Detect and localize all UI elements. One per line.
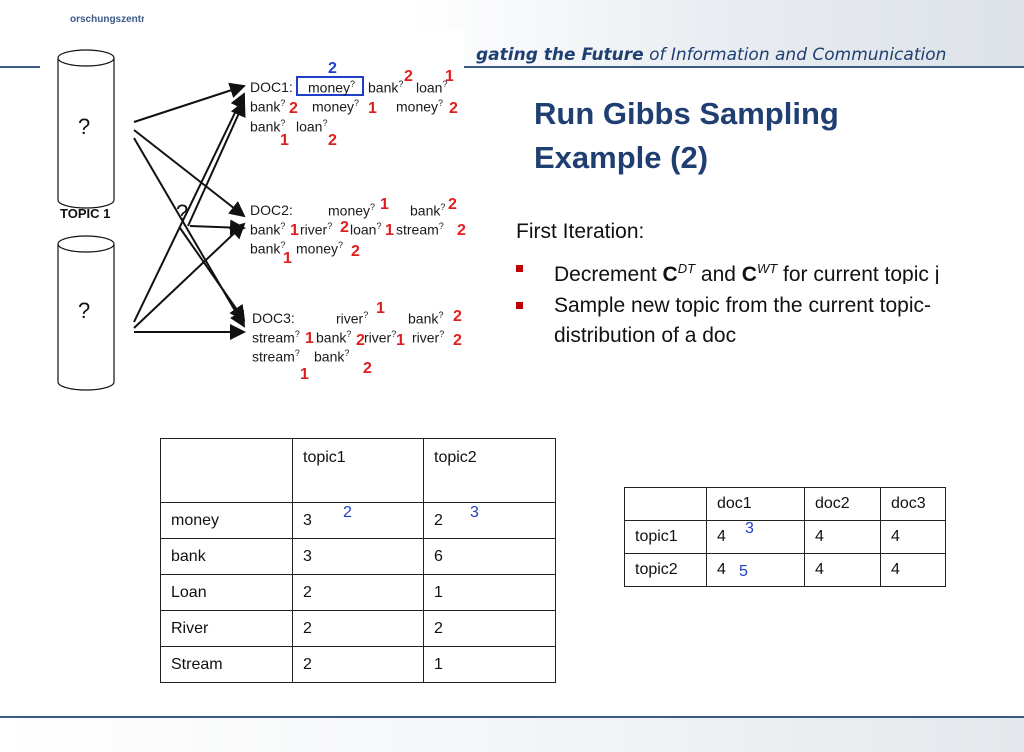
topic2-question: ? — [78, 298, 91, 323]
updated-count: 3 — [470, 503, 479, 521]
doc3-word: river? — [364, 329, 397, 346]
doc1-word: money? — [396, 98, 444, 115]
topic-assignment: 2 — [404, 68, 413, 85]
doc2-word: river? — [300, 221, 333, 238]
doc1-word: loan? — [296, 118, 328, 135]
doc2-name: DOC2: — [250, 202, 293, 218]
table-header-row: doc1 doc2 doc3 — [624, 487, 946, 521]
topic-assignment: 2 — [289, 100, 298, 117]
institute-logo: orschungszentr — [70, 14, 144, 25]
doc2-word: bank? — [250, 240, 286, 257]
doc1-name: DOC1: — [250, 79, 293, 95]
header-cell: doc1 — [706, 487, 805, 521]
updated-count: 5 — [739, 563, 748, 580]
topic-assignment: 1 — [368, 100, 377, 117]
logo-text: orschungszentr — [70, 14, 144, 25]
topic-assignment: 1 — [283, 250, 292, 267]
updated-count: 2 — [343, 503, 352, 521]
topic2-cylinder — [57, 235, 115, 391]
topic-assignment: 1 — [300, 366, 309, 383]
doc1-word: bank? — [250, 98, 286, 115]
doc2-word: money? — [296, 240, 344, 257]
first-iteration-heading: First Iteration: — [516, 220, 645, 243]
header-cell — [624, 487, 707, 521]
topic1-label: TOPIC 1 — [60, 206, 111, 221]
bullet-sample: Sample new topic from the current topic-… — [516, 291, 1024, 353]
topic-assignment: 2 — [363, 360, 372, 377]
table-row: Loan 2 1 — [160, 574, 556, 611]
topic-assignment: 2 — [453, 308, 462, 325]
bullet-marker — [516, 265, 523, 272]
bullet-text: Decrement CDT and CWT for current topic … — [554, 261, 940, 284]
topic-assignment: 1 — [445, 68, 454, 85]
doc1-word: money? — [308, 79, 356, 96]
doc2-word: stream? — [396, 221, 444, 238]
topic-assignment: 2 — [457, 222, 466, 239]
header-rule — [0, 66, 1024, 68]
updated-count: 3 — [745, 520, 754, 537]
doc2-word: money? — [328, 202, 376, 219]
tagline-rest: of Information and Communication — [643, 45, 947, 65]
doc3-word: stream? — [252, 329, 300, 346]
money-highlight — [296, 76, 364, 96]
arrows — [133, 82, 246, 340]
topic-assignment: 1 — [385, 222, 394, 239]
topic1-question: ? — [78, 114, 91, 139]
doc3-word: river? — [412, 329, 445, 346]
slide-title: Run Gibbs Sampling Example (2) — [534, 96, 839, 175]
topic-assignment: 2 — [449, 100, 458, 117]
topic-assignment: 2 — [328, 132, 337, 149]
doc1-word: money? — [312, 98, 360, 115]
doc2-word: bank? — [250, 221, 286, 238]
table-row: Stream 2 1 — [160, 646, 556, 683]
topic-assignment: 2 — [448, 196, 457, 213]
table-row: River 2 2 — [160, 610, 556, 647]
topic-assignment: 2 — [340, 219, 349, 236]
header-cell: topic1 — [292, 438, 424, 503]
doc3-word: bank? — [408, 310, 444, 327]
bullet-marker — [516, 302, 523, 309]
header-cell — [160, 438, 293, 503]
doc1-word: bank? — [250, 118, 286, 135]
table-header-row: topic1 topic2 — [160, 438, 556, 503]
topic-assignment: 2 — [351, 243, 360, 260]
doc3-word: river? — [336, 310, 369, 327]
doc3-word: bank? — [316, 329, 352, 346]
topic-assignment: 2 — [356, 332, 365, 349]
topic-assignment: 1 — [305, 330, 314, 347]
topic-assignment: 1 — [396, 332, 405, 349]
footer-band — [0, 716, 1024, 752]
bullet-text: Sample new topic from the current topic-… — [554, 294, 931, 347]
topic-diagram: ? ? ? TOPIC 1 DOC1: money? bank? loan? b… — [40, 30, 466, 396]
topic-center-question: ? — [176, 200, 189, 225]
doc1-new-topic: 2 — [328, 60, 337, 77]
topic-assignment: 1 — [280, 132, 289, 149]
doc2-word: loan? — [350, 221, 382, 238]
header-cell: doc2 — [804, 487, 881, 521]
doc1-word: loan? — [416, 79, 448, 96]
tagline-bold: gating the Future — [476, 45, 644, 65]
table-row: bank 3 6 — [160, 538, 556, 575]
doc2-word: bank? — [410, 202, 446, 219]
bullet-decrement: Decrement CDT and CWT for current topic … — [516, 254, 1024, 284]
header-cell: doc3 — [880, 487, 946, 521]
topic-assignment: 2 — [453, 332, 462, 349]
diagram-shapes — [57, 49, 246, 391]
doc3-name: DOC3: — [252, 310, 295, 326]
topic-assignment: 1 — [380, 196, 389, 213]
topic1-cylinder — [57, 49, 115, 209]
doc3-word: stream? — [252, 348, 300, 365]
footer-rule — [0, 716, 1024, 718]
doc3-word: bank? — [314, 348, 350, 365]
tagline: gating the Future of Information and Com… — [476, 45, 946, 65]
header-cell: topic2 — [423, 438, 556, 503]
topic-assignment: 1 — [376, 300, 385, 317]
topic-assignment: 1 — [290, 222, 299, 239]
doc1-word: bank? — [368, 79, 404, 96]
